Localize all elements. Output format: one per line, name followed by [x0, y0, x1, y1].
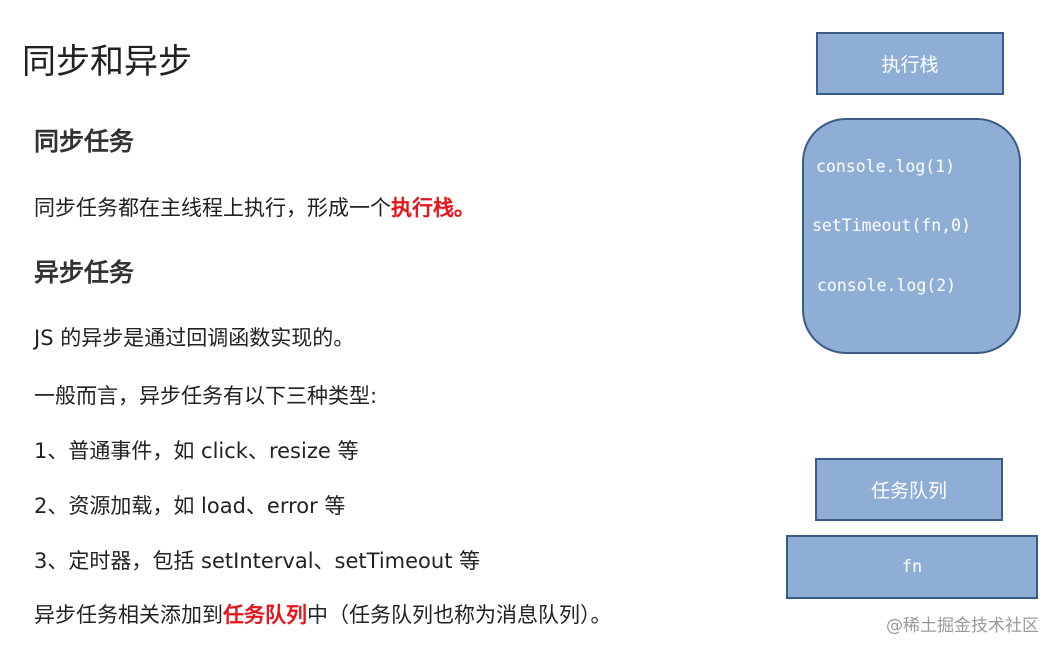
- sync-highlight: 执行栈。: [391, 196, 475, 220]
- stack-item: setTimeout(fn,0): [812, 216, 971, 235]
- watermark: @稀土掘金技术社区: [886, 616, 1039, 636]
- call-stack-label: 执行栈: [881, 54, 939, 76]
- async-type-item: 2、资源加载，如 load、error 等: [34, 494, 346, 518]
- async-type-item: 3、定时器，包括 setInterval、setTimeout 等: [34, 549, 481, 573]
- sync-description-text: 同步任务都在主线程上执行，形成一个: [34, 196, 391, 220]
- async-queue-description: 异步任务相关添加到任务队列中（任务队列也称为消息队列）。: [34, 599, 612, 629]
- sync-heading: 同步任务: [34, 127, 135, 156]
- sync-description: 同步任务都在主线程上执行，形成一个执行栈。: [34, 192, 475, 222]
- stack-item: console.log(2): [817, 276, 957, 295]
- async-queue-highlight: 任务队列: [223, 603, 307, 627]
- task-queue-item: fn: [901, 557, 923, 577]
- page-title: 同步和异步: [22, 42, 192, 82]
- task-queue-label: 任务队列: [870, 480, 947, 502]
- task-queue-label-box: 任务队列: [815, 458, 1003, 521]
- async-type-item: 1、普通事件，如 click、resize 等: [34, 439, 359, 463]
- call-stack-label-box: 执行栈: [816, 32, 1004, 95]
- async-intro: JS 的异步是通过回调函数实现的。: [34, 326, 355, 350]
- task-queue-item-box: fn: [786, 535, 1038, 599]
- stack-item: console.log(1): [816, 157, 956, 176]
- async-queue-text-end: 中（任务队列也称为消息队列）。: [307, 603, 612, 627]
- async-queue-text: 异步任务相关添加到: [34, 603, 223, 627]
- async-heading: 异步任务: [34, 258, 135, 287]
- async-types-intro: 一般而言，异步任务有以下三种类型:: [34, 384, 378, 408]
- call-stack-container: console.log(1) setTimeout(fn,0) console.…: [802, 118, 1021, 354]
